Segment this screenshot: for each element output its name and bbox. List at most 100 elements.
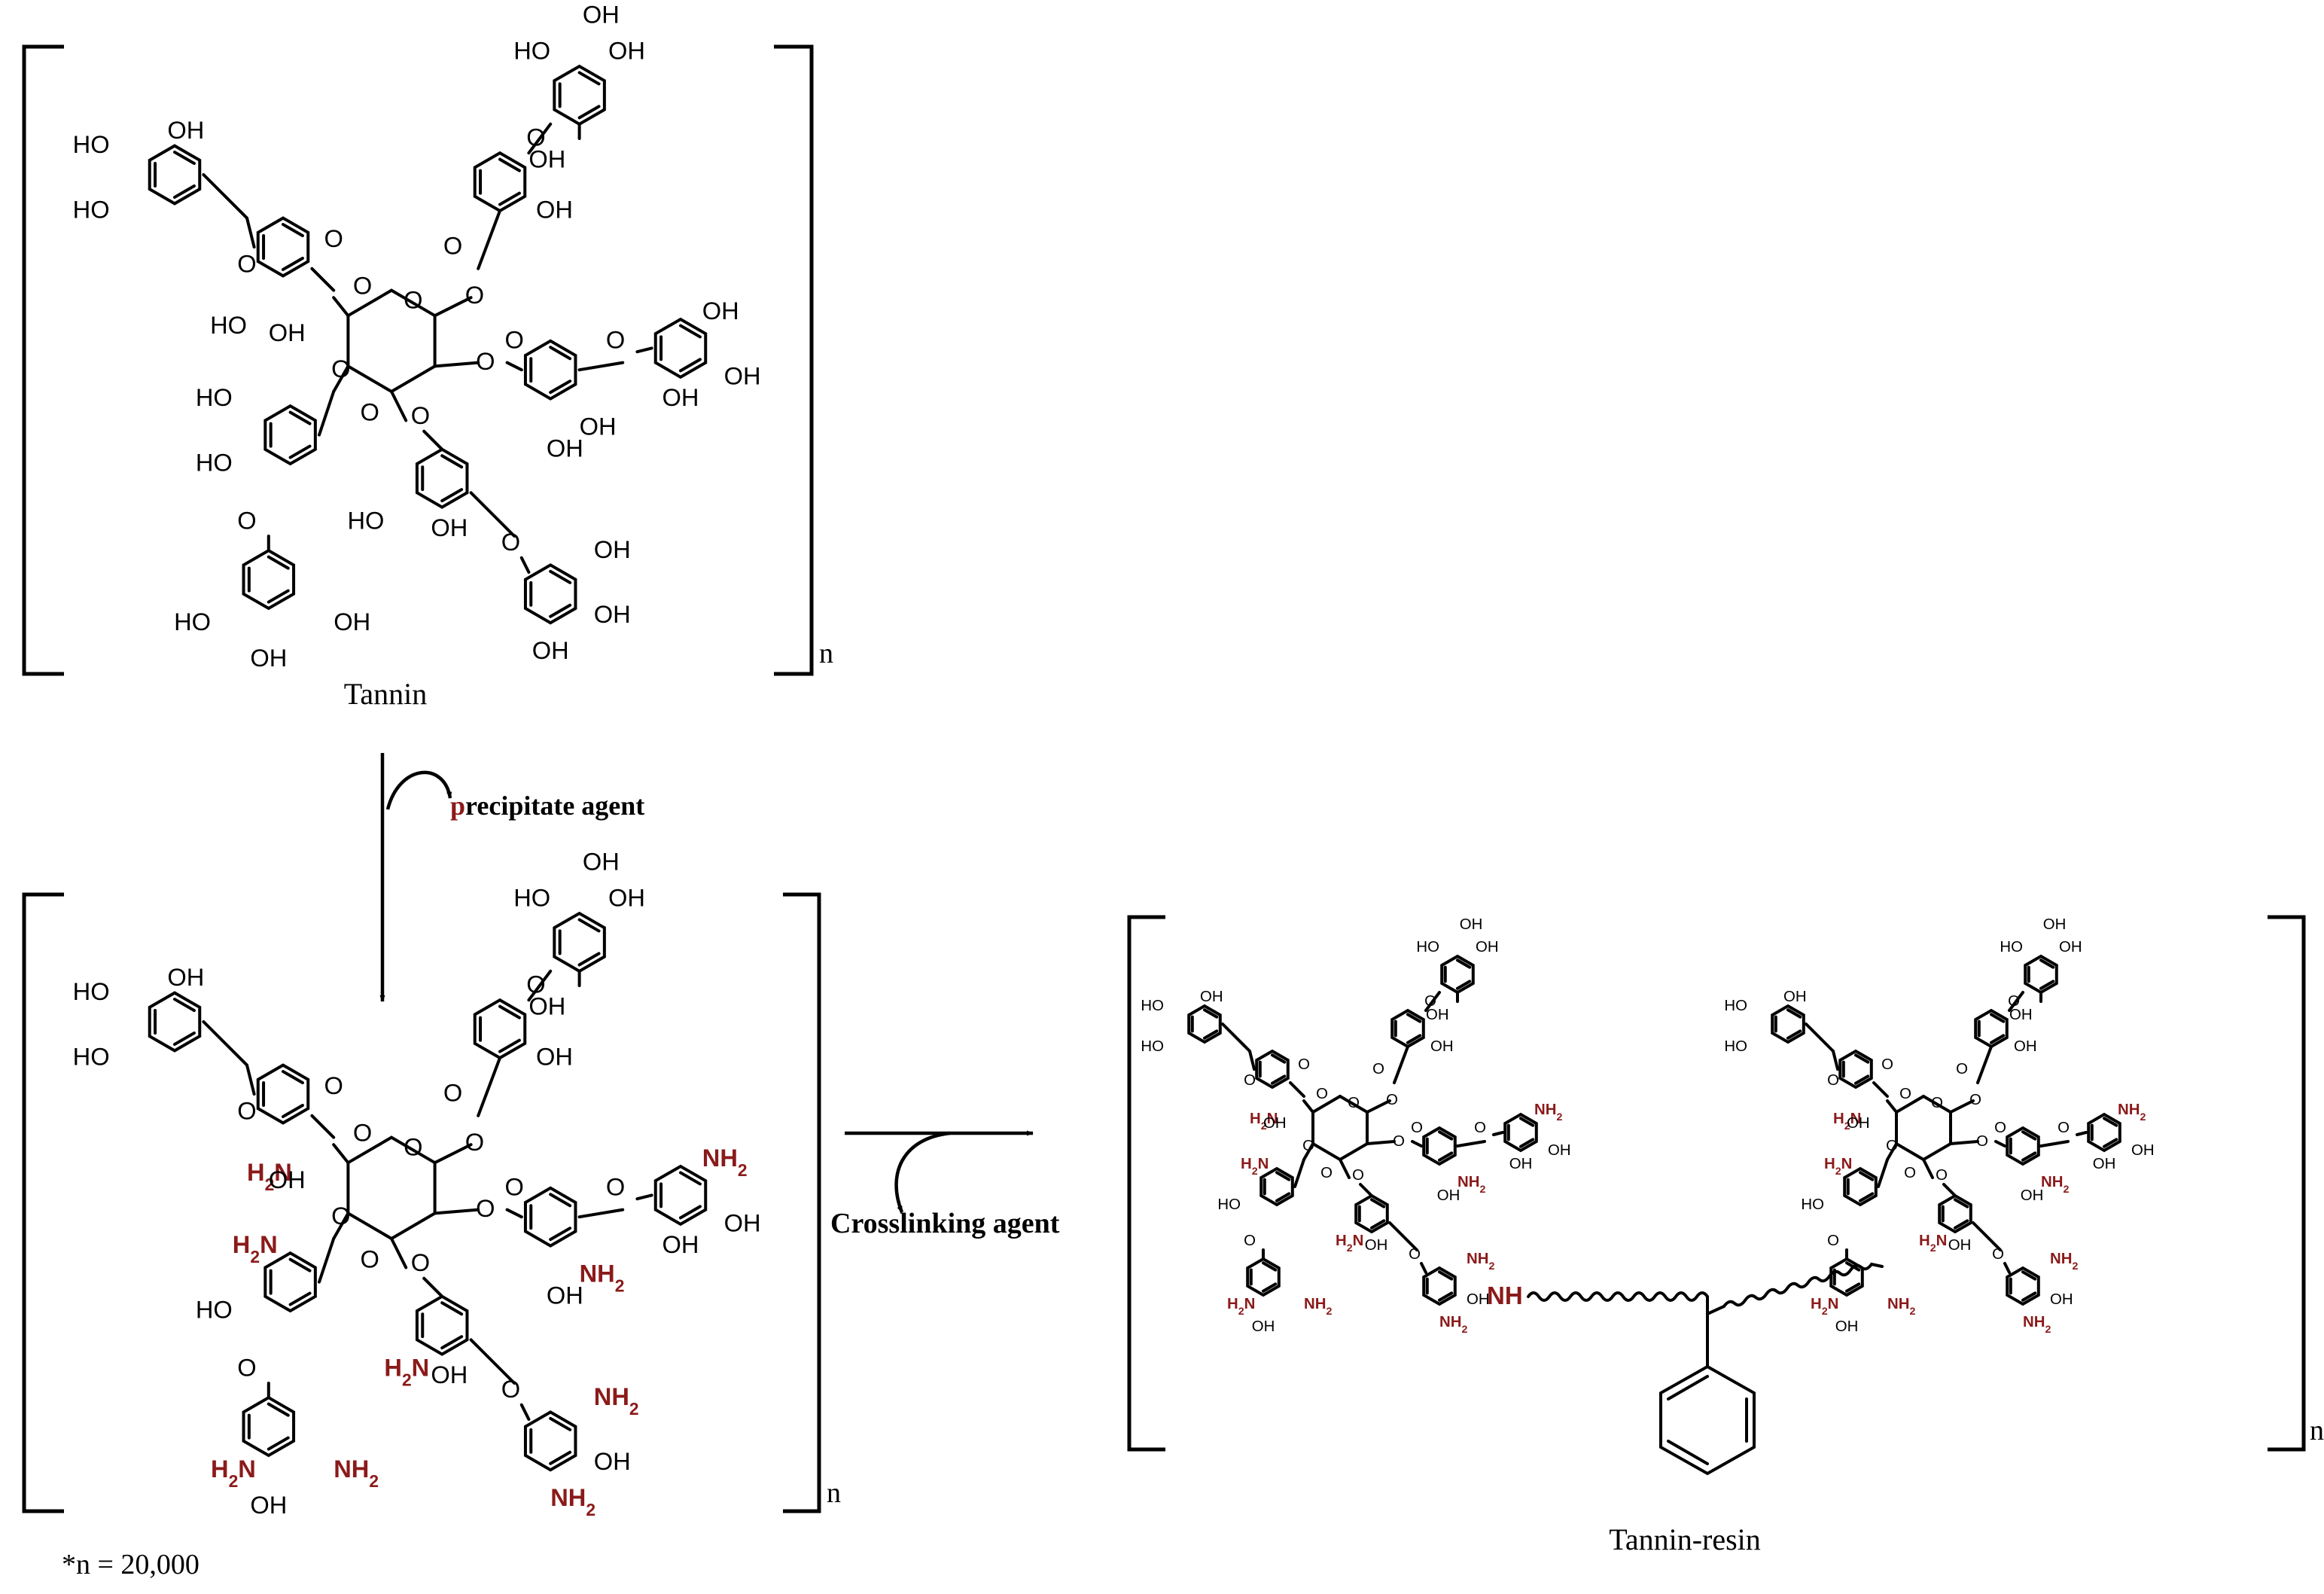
atom-label: O: [505, 325, 524, 353]
atom-label: O: [1936, 1167, 1948, 1184]
atom-label: O: [411, 401, 430, 429]
single-bond: [1895, 1142, 1925, 1161]
benzene-ring: [553, 64, 606, 126]
atom-label: OH: [1467, 1291, 1490, 1308]
atom-label: O: [476, 1194, 495, 1222]
atom-label: OH: [1365, 1237, 1388, 1254]
atom-label: O: [1348, 1095, 1360, 1111]
single-bond: [635, 1193, 653, 1201]
atom-label: OH: [724, 361, 761, 389]
atom-label: HO: [196, 1296, 233, 1324]
atom-label: HO: [513, 36, 550, 64]
atom-label: OH: [1847, 1115, 1870, 1132]
double-bond: [1990, 1013, 2006, 1023]
atom-label: OH: [532, 636, 569, 664]
double-bond: [679, 1171, 702, 1186]
atom-label: O: [1886, 1138, 1898, 1154]
atom-label: HO: [73, 1043, 110, 1071]
atom-label: HO: [210, 311, 247, 339]
atom-label: O: [353, 271, 372, 299]
single-bond: [1366, 1140, 1396, 1145]
double-bond: [549, 1227, 572, 1242]
benzene-ring: [256, 216, 310, 278]
benzene-ring: [653, 317, 708, 379]
double-bond: [288, 1291, 312, 1306]
double-bond: [173, 998, 196, 1013]
double-bond: [2021, 1291, 2037, 1302]
double-bond: [577, 71, 601, 86]
amine-group-label: NH2: [702, 1144, 748, 1180]
atom-label: OH: [1476, 939, 1499, 955]
tannin-right-bracket: [774, 44, 814, 676]
atom-label: HO: [1141, 1038, 1164, 1055]
amine-group-label: NH2: [1457, 1174, 1485, 1196]
double-bond: [267, 1402, 290, 1417]
double-bond: [267, 1436, 290, 1451]
atom-label: HO: [347, 506, 384, 534]
atom-label: HO: [1217, 1196, 1241, 1213]
atom-label: OH: [547, 434, 583, 462]
single-bond: [527, 969, 553, 1002]
benzene-ring: [1259, 1166, 1294, 1207]
single-bond: [1420, 1262, 1427, 1274]
double-bond: [440, 1301, 464, 1316]
tannin-resin-caption: Tannin-resin: [1609, 1522, 1761, 1556]
amine-group-label: H2N: [1241, 1156, 1269, 1178]
amine-group-label: H2N: [1250, 1111, 1278, 1132]
single-bond: [1805, 1023, 1835, 1053]
double-bond: [440, 488, 464, 503]
double-bond: [288, 410, 312, 425]
double-bond: [288, 444, 312, 459]
double-bond: [282, 223, 304, 238]
single-bond: [1922, 1158, 1934, 1179]
single-bond: [1424, 991, 1441, 1012]
single-bond: [332, 296, 350, 318]
single-bond: [310, 1114, 336, 1139]
atom-label: OH: [167, 116, 204, 144]
phenyl-ring: [1659, 1364, 1756, 1476]
atom-label: HO: [73, 196, 110, 224]
single-bond: [390, 390, 408, 422]
atom-label: O: [1244, 1233, 1256, 1249]
atom-label: O: [237, 250, 256, 278]
atom-label: O: [2057, 1120, 2070, 1136]
double-bond: [1438, 1130, 1454, 1141]
benzene-ring: [473, 151, 527, 213]
single-bond: [332, 1143, 350, 1165]
atom-label: HO: [174, 608, 211, 635]
single-bond: [422, 429, 444, 451]
atom-label: OH: [1437, 1187, 1460, 1204]
single-bond: [433, 1208, 480, 1215]
atom-label: OH: [1509, 1156, 1533, 1172]
amine-group-label: NH2: [550, 1483, 595, 1519]
atom-label: O: [324, 224, 343, 252]
single-bond: [469, 491, 516, 538]
single-bond: [577, 361, 625, 372]
single-bond: [332, 1212, 350, 1240]
amine-group-label: NH2: [2023, 1314, 2051, 1336]
atom-label: O: [331, 355, 350, 382]
crosslinking-step: Crosslinking agent: [830, 1130, 1060, 1239]
atom-label: O: [2008, 993, 2020, 1010]
atom-label: O: [526, 971, 545, 998]
benzene-ring: [553, 911, 606, 974]
single-bond: [1339, 1095, 1369, 1114]
single-bond: [1289, 1081, 1305, 1098]
atom-label: OH: [608, 883, 645, 911]
benzene-ring: [653, 1164, 708, 1227]
single-bond: [433, 1143, 473, 1165]
atom-label: OH: [250, 1491, 287, 1519]
atom-label: OH: [662, 1230, 699, 1258]
atom-label: O: [1976, 1133, 1988, 1150]
atom-label: O: [443, 1079, 462, 1107]
single-bond: [346, 288, 393, 318]
benzene-ring: [415, 447, 469, 509]
double-bond: [1519, 1138, 1535, 1148]
atom-label: O: [1956, 1061, 1968, 1077]
single-bond: [2039, 1140, 2070, 1147]
atom-label: HO: [1724, 998, 1747, 1014]
atom-label: OH: [547, 1281, 583, 1309]
double-bond: [440, 1335, 464, 1350]
